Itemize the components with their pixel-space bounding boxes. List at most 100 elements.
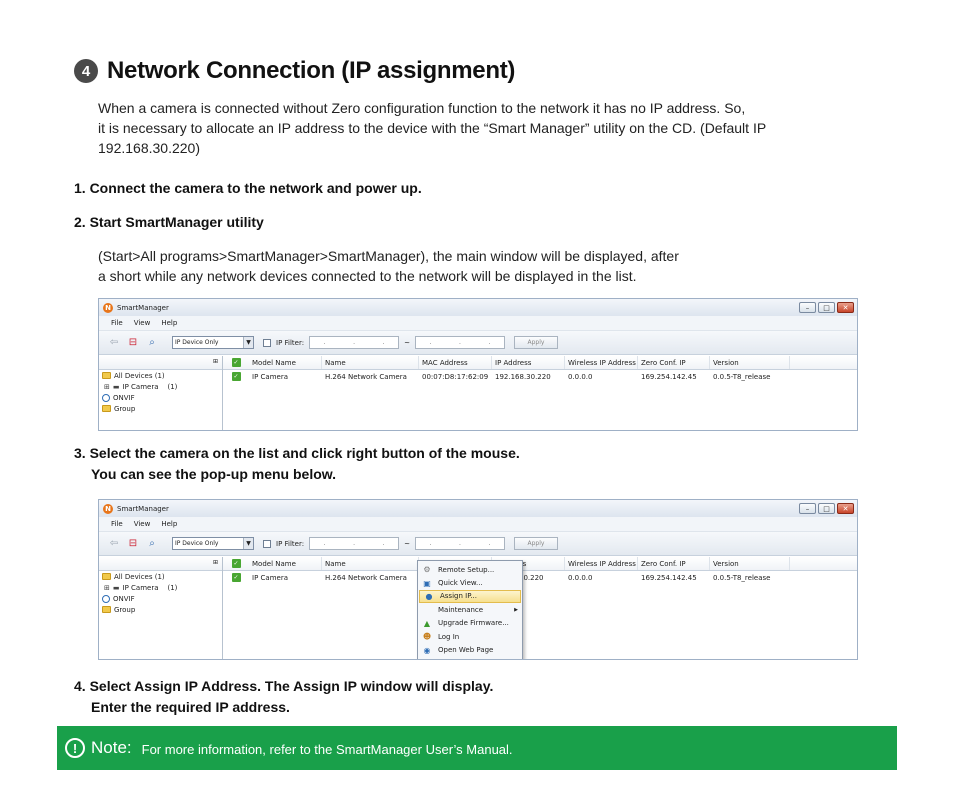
search-device-icon[interactable]: ⌕ [149,337,155,348]
close-button[interactable]: ✕ [837,302,854,313]
menu-item-upgrade-firmware[interactable]: ▲ Upgrade Firmware... [423,618,509,628]
context-menu: ⚙ Remote Setup... ▣ Quick View... ● Assi… [417,560,523,659]
ip-filter-end-input[interactable]: ... [414,537,505,550]
device-tree: ⊞ All Devices (1) ⊞ ▬ IP Camera (1) ONVI… [99,557,223,659]
chevron-down-icon: ▼ [243,538,253,549]
window-titlebar: N SmartManager [99,500,857,517]
note-text: For more information, refer to the Smart… [141,742,513,757]
expand-icon[interactable]: ⊞ [104,583,110,592]
menu-help[interactable]: Help [161,520,178,528]
onvif-icon [102,393,110,402]
step-3-subheading: You can see the pop-up menu below. [91,466,337,482]
chevron-down-icon: ▼ [243,337,253,348]
col-version[interactable]: Version [710,356,790,369]
window-body: ⊞ All Devices (1) ⊞ ▬ IP Camera (1) ONVI… [99,557,857,659]
col-ip-address[interactable]: IP Address [492,356,565,369]
menu-view[interactable]: View [133,520,151,528]
col-wireless-ip[interactable]: Wireless IP Address [565,557,638,570]
col-name[interactable]: Name [322,356,419,369]
step-4-heading: 4. Select Assign IP Address. The Assign … [74,678,494,694]
toolbar: ⇦ ⊟ ⌕ IP Device Only ▼ IP Filter: ... ~ … [99,331,857,355]
tree-item-all-devices[interactable]: All Devices (1) [99,571,222,582]
menu-bar: File View Help [99,316,857,331]
upgrade-icon: ▲ [423,618,431,628]
maximize-button[interactable]: □ [818,503,835,514]
window-title: SmartManager [117,504,169,513]
menu-item-remote-setup[interactable]: ⚙ Remote Setup... [423,565,495,575]
tree-item-ip-camera[interactable]: ⊞ ▬ IP Camera (1) [104,583,178,592]
col-wireless-ip[interactable]: Wireless IP Address [565,356,638,369]
globe-icon: ● [425,591,433,601]
tree-item-onvif[interactable]: ONVIF [99,593,222,604]
menu-file[interactable]: File [111,319,123,327]
col-version[interactable]: Version [710,557,790,570]
menu-item-log-in[interactable]: ☻ Log In [422,632,460,642]
ip-filter-checkbox[interactable] [263,338,271,347]
pin-icon[interactable]: ⊞ [212,358,218,365]
window-titlebar: N SmartManager [99,299,857,316]
col-mac-address[interactable]: MAC Address [419,356,492,369]
device-status-icon: ✓ [231,573,241,582]
col-name[interactable]: Name [322,557,419,570]
add-device-icon[interactable]: ⇦ [109,337,119,348]
col-zero-conf-ip[interactable]: Zero Conf. IP [638,356,710,369]
ip-filter-start-input[interactable]: ... [309,537,400,550]
device-list: ✓ Model Name Name ss Wireless IP Address… [223,557,857,659]
tree-item-group[interactable]: Group [99,604,222,615]
search-device-icon[interactable]: ⌕ [149,538,155,549]
window-controls: – □ ✕ [799,302,854,313]
remove-device-icon[interactable]: ⊟ [128,337,138,348]
tree-header: ⊞ [99,557,222,571]
table-row[interactable]: ✓ IP Camera H.264 Network Camera 30.220 … [231,573,771,582]
menu-bar: File View Help [99,517,857,532]
minimize-button[interactable]: – [799,503,816,514]
device-filter-select[interactable]: IP Device Only ▼ [172,336,254,349]
step-2-heading: 2. Start SmartManager utility [74,214,264,230]
gear-icon: ⚙ [423,565,431,575]
tree-item-onvif[interactable]: ONVIF [99,392,222,403]
menu-item-assign-ip[interactable]: ● Assign IP... [419,589,521,604]
smartmanager-window-2: N SmartManager – □ ✕ File View Help ⇦ ⊟ … [98,499,858,660]
menu-item-maintenance[interactable]: Maintenance ▶ [438,605,518,614]
app-logo-icon: N [103,302,113,313]
apply-button[interactable]: Apply [513,537,558,550]
pin-icon[interactable]: ⊞ [212,559,218,566]
add-device-icon[interactable]: ⇦ [109,538,119,549]
ip-filter-checkbox[interactable] [263,539,271,548]
col-zero-conf-ip[interactable]: Zero Conf. IP [638,557,710,570]
step-4-subheading: Enter the required IP address. [91,699,290,715]
app-logo-icon: N [103,503,113,514]
device-list: ✓ Model Name Name MAC Address IP Address… [223,356,857,430]
expand-icon[interactable]: ⊞ [104,382,110,391]
note-label: Note: [91,738,132,757]
tree-item-ip-camera[interactable]: ⊞ ▬ IP Camera (1) [104,382,178,391]
ip-filter-start-input[interactable]: ... [309,336,400,349]
menu-item-quick-view[interactable]: ▣ Quick View... [423,578,483,588]
col-model-name[interactable]: Model Name [249,557,322,570]
tree-header: ⊞ [99,356,222,370]
monitor-icon: ▣ [423,578,431,588]
folder-icon [102,372,111,379]
ip-filter-end-input[interactable]: ... [414,336,505,349]
select-all-icon[interactable]: ✓ [231,358,241,367]
close-button[interactable]: ✕ [837,503,854,514]
select-all-icon[interactable]: ✓ [231,559,241,568]
step-number-badge: 4 [74,59,98,83]
list-header: ✓ Model Name Name MAC Address IP Address… [223,356,857,370]
col-model-name[interactable]: Model Name [249,356,322,369]
device-filter-select[interactable]: IP Device Only ▼ [172,537,254,550]
remove-device-icon[interactable]: ⊟ [128,538,138,549]
menu-help[interactable]: Help [161,319,178,327]
minimize-button[interactable]: – [799,302,816,313]
page-title: Network Connection (IP assignment) [107,57,516,84]
table-row[interactable]: ✓ IP Camera H.264 Network Camera 00:07:D… [231,372,771,381]
maximize-button[interactable]: □ [818,302,835,313]
submenu-arrow-icon: ▶ [514,606,518,613]
menu-file[interactable]: File [111,520,123,528]
menu-view[interactable]: View [133,319,151,327]
apply-button[interactable]: Apply [513,336,558,349]
tree-item-group[interactable]: Group [99,403,222,414]
device-tree: ⊞ All Devices (1) ⊞ ▬ IP Camera (1) ONVI… [99,356,223,430]
menu-item-open-web-page[interactable]: ◉ Open Web Page [423,645,494,655]
tree-item-all-devices[interactable]: All Devices (1) [99,370,222,381]
